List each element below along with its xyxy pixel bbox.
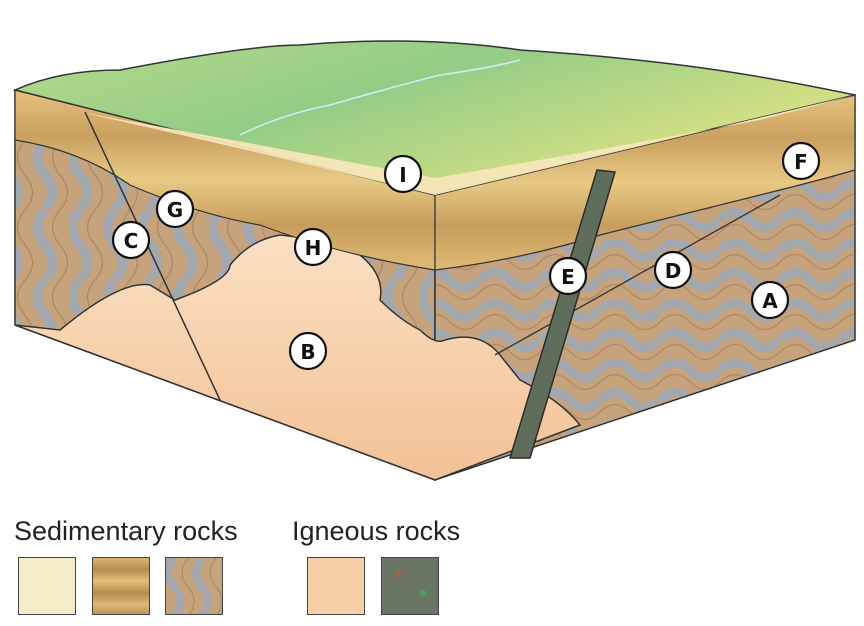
svg-text:G: G [167,198,183,222]
marker-c: C [111,220,151,260]
surface-sand-edge [80,95,855,195]
svg-text:F: F [794,150,808,174]
marker-d: D [653,250,693,290]
swatch-folded-gray-brown [165,557,223,615]
banded-layer-left [14,89,436,271]
swatch-peach-intrusion [307,557,365,615]
svg-text:I: I [399,163,406,187]
svg-text:A: A [762,289,778,313]
banded-layer-right [434,94,856,271]
svg-text:B: B [300,340,315,364]
marker-g: G [155,189,195,229]
swatch-dark-green-dike [381,557,439,615]
marker-b: B [288,331,328,371]
fracture-line [494,194,781,356]
marker-a: A [750,280,790,320]
top-surface [12,40,856,196]
fault-line [84,111,221,401]
svg-text:E: E [561,265,575,289]
legend-title-igneous: Igneous rocks [292,516,461,546]
svg-text:D: D [665,259,682,283]
swatch-banded-brown [92,557,150,615]
swatch-pale-sand [18,557,76,615]
block-diagram: A B C D E F G H I [12,40,856,482]
marker-e: E [548,256,588,296]
marker-i: I [383,154,423,194]
svg-text:C: C [124,229,139,253]
marker-h: H [293,227,333,267]
svg-text:H: H [305,236,322,260]
marker-f: F [781,141,821,181]
river [239,59,521,136]
igneous-dike [508,169,616,459]
legend-title-sedimentary: Sedimentary rocks [14,516,238,546]
